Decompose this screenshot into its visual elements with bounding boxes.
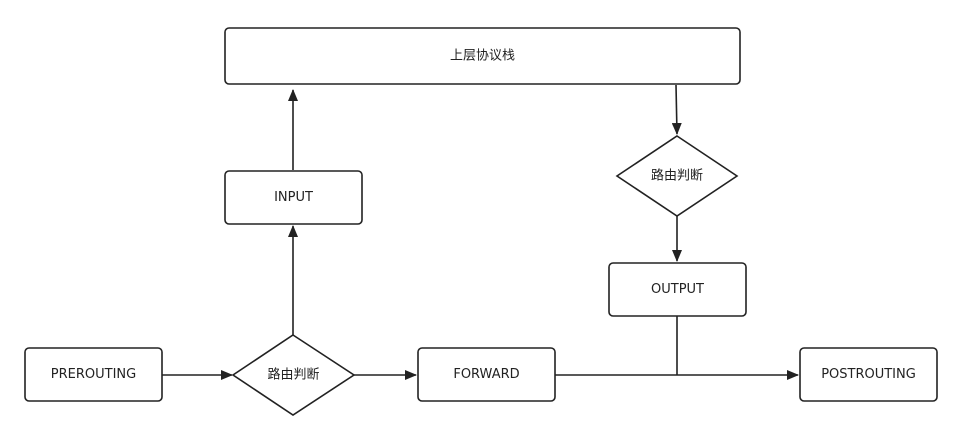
- node-prerouting-label: PREROUTING: [51, 367, 136, 382]
- node-routing-top: 路由判断: [615, 135, 739, 217]
- node-input-label: INPUT: [274, 190, 313, 205]
- node-prerouting: PREROUTING: [24, 347, 163, 402]
- node-postrouting-label: POSTROUTING: [821, 367, 916, 382]
- node-output-label: OUTPUT: [651, 282, 704, 297]
- node-postrouting: POSTROUTING: [799, 347, 938, 402]
- node-upper-stack-label: 上层协议栈: [450, 49, 515, 64]
- edge-upper-stack-to-routing: [671, 84, 682, 135]
- node-routing-bottom-label: 路由判断: [267, 367, 319, 383]
- node-routing-top-label: 路由判断: [651, 168, 703, 184]
- node-forward: FORWARD: [417, 347, 556, 402]
- edges: [162, 84, 799, 380]
- node-forward-label: FORWARD: [453, 367, 519, 382]
- node-upper-stack: 上层协议栈: [224, 27, 741, 85]
- node-routing-bottom: 路由判断: [231, 334, 356, 416]
- node-input: INPUT: [224, 170, 363, 225]
- node-output: OUTPUT: [608, 262, 747, 317]
